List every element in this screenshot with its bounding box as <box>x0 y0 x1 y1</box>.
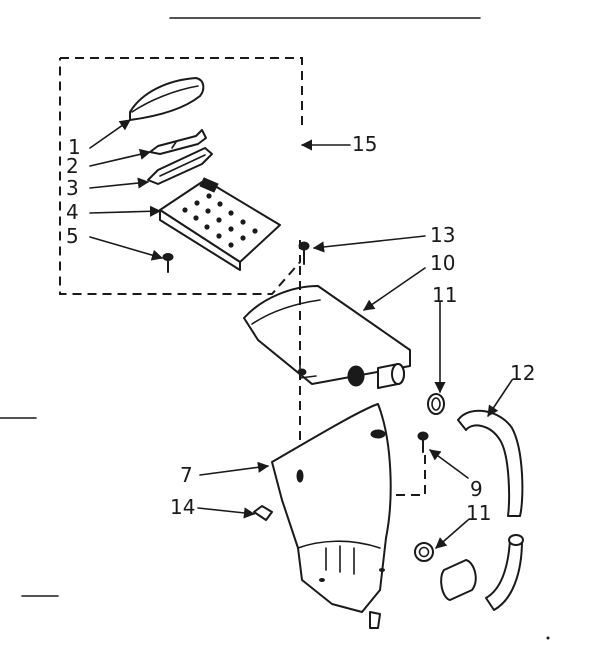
callout-labels: 1 2 3 4 5 15 13 10 11 12 7 14 9 11 <box>66 132 535 525</box>
part-12-hose <box>440 409 524 611</box>
part-3-slider <box>147 147 213 185</box>
callout-11-lower: 11 <box>466 501 491 525</box>
part-4-tray <box>159 177 281 271</box>
callout-15: 15 <box>352 132 377 156</box>
leader-lines <box>89 119 513 549</box>
part-5-screw <box>162 253 174 273</box>
callout-11-upper: 11 <box>432 283 457 307</box>
part-11-clamp-lower <box>414 542 434 562</box>
part-9-screw <box>417 431 429 453</box>
callout-5: 5 <box>66 224 79 248</box>
part-1-cover <box>129 77 205 121</box>
callout-1: 1 <box>68 135 81 159</box>
callout-2: 2 <box>66 154 79 178</box>
tray-perforations <box>182 193 258 248</box>
part-7-bracket <box>271 403 392 629</box>
callout-14: 14 <box>170 495 195 519</box>
assembly-boundary-15 <box>59 57 303 295</box>
part-13-screw <box>298 241 310 265</box>
border-marks <box>0 17 481 597</box>
callout-3: 3 <box>66 176 79 200</box>
callout-7: 7 <box>180 463 193 487</box>
callout-4: 4 <box>66 200 79 224</box>
callout-13: 13 <box>430 223 455 247</box>
scan-speck <box>546 636 550 640</box>
alignment-line-9 <box>393 455 426 496</box>
part-11-clamp-upper <box>427 393 445 415</box>
callout-10: 10 <box>430 251 455 275</box>
callout-12: 12 <box>510 361 535 385</box>
part-14-clip <box>253 505 273 521</box>
part-2-spring <box>149 129 207 155</box>
part-10-housing <box>243 285 411 389</box>
callout-9: 9 <box>470 477 483 501</box>
